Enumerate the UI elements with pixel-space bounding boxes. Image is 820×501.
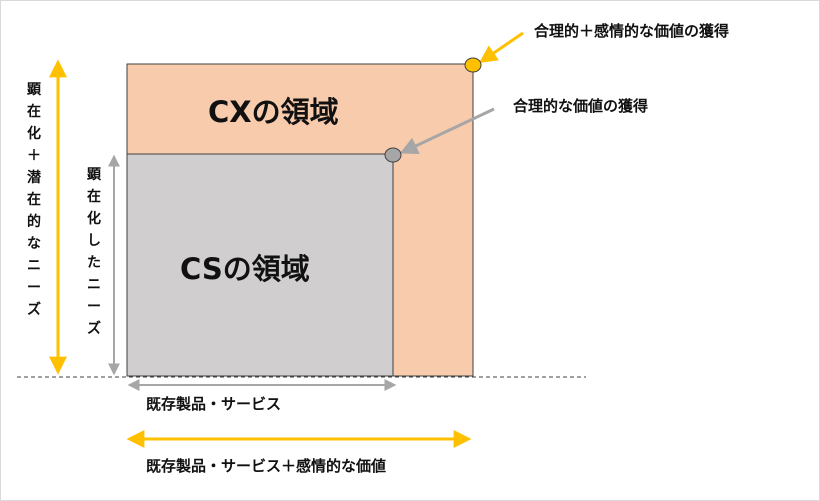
cs-value-marker bbox=[384, 147, 402, 163]
vertical-axis-cs-label: 顕在化したニーズ bbox=[87, 167, 101, 337]
vertical-axis-cx-label: 顕在化＋潜在的なニーズ bbox=[27, 82, 41, 318]
cx-region-label: CXの領域 bbox=[208, 95, 339, 129]
cx-value-callout-arrow bbox=[479, 31, 524, 64]
cs-value-callout-label: 合理的な価値の獲得 bbox=[513, 97, 649, 115]
cx-value-marker bbox=[464, 57, 482, 73]
cs-region-label: CSの領域 bbox=[180, 252, 310, 286]
cs-value-callout-arrow bbox=[399, 107, 495, 154]
horizontal-axis-cx-label: 既存製品・サービス＋感情的な価値 bbox=[146, 457, 387, 475]
horizontal-axis-cs-label: 既存製品・サービス bbox=[146, 395, 282, 413]
cs-region bbox=[126, 153, 394, 377]
cx-value-callout-label: 合理的＋感情的な価値の獲得 bbox=[534, 22, 730, 40]
